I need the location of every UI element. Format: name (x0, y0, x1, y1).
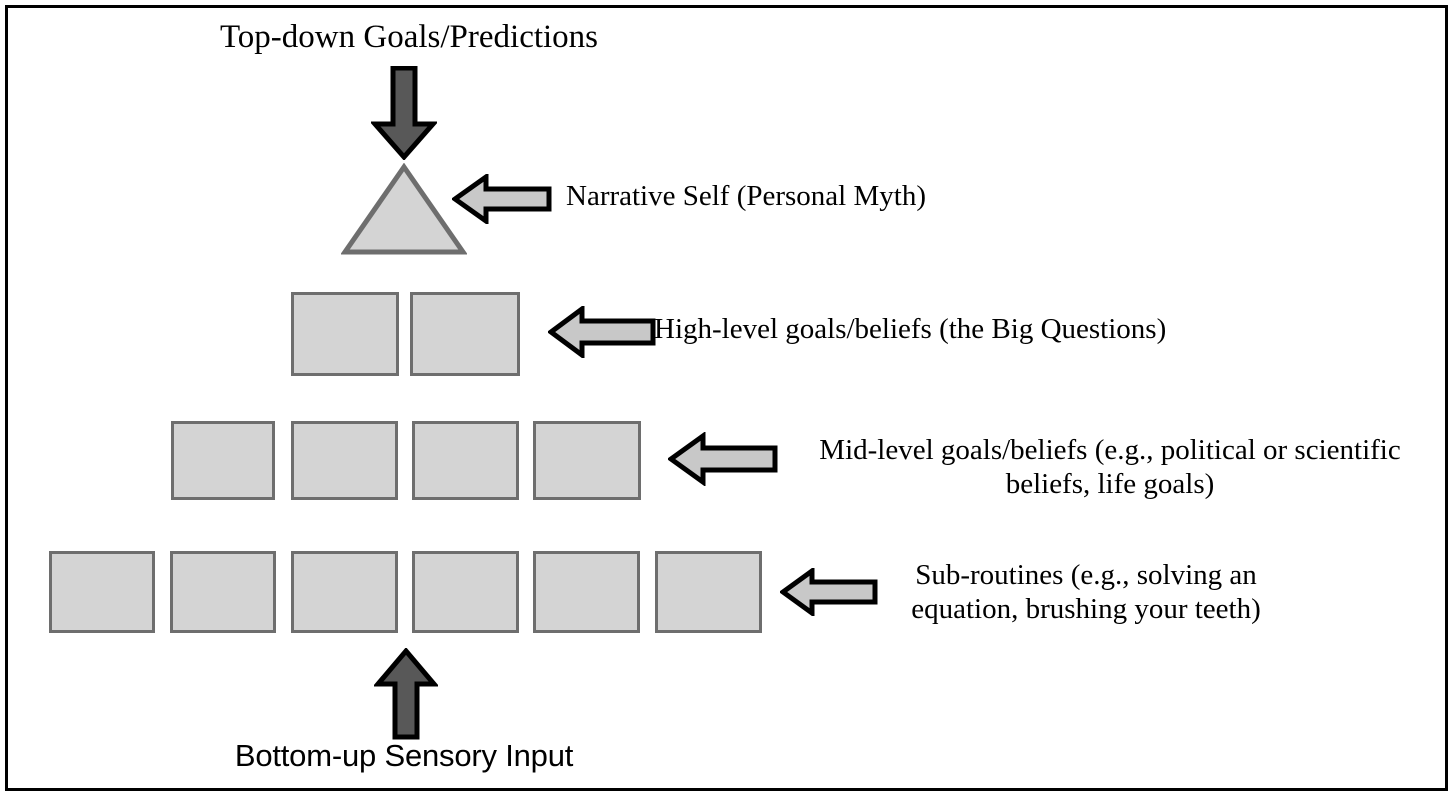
top-down-title: Top-down Goals/Predictions (219, 19, 599, 55)
sub-routine-box-4 (412, 551, 519, 633)
up-arrow-icon (374, 648, 438, 740)
high-level-label: High-level goals/beliefs (the Big Questi… (654, 313, 1167, 345)
left-arrow-icon-high (548, 306, 656, 358)
left-arrow-icon-sub (780, 568, 878, 616)
sub-routine-box-5 (533, 551, 640, 633)
narrative-self-label: Narrative Self (Personal Myth) (566, 180, 926, 212)
mid-level-label: Mid-level goals/beliefs (e.g., political… (819, 434, 1401, 501)
down-arrow-icon (371, 66, 437, 160)
high-level-box-2 (410, 292, 520, 376)
mid-level-box-3 (412, 421, 519, 500)
sub-routines-label: Sub-routines (e.g., solving an equation,… (911, 559, 1261, 626)
sub-routine-box-2 (170, 551, 276, 633)
mid-level-box-4 (533, 421, 641, 500)
figure-border (5, 5, 1448, 791)
mid-level-box-1 (171, 421, 275, 500)
mid-level-box-2 (291, 421, 398, 500)
sub-routine-box-6 (655, 551, 762, 633)
left-arrow-icon-mid (668, 432, 778, 486)
sub-routine-box-3 (291, 551, 398, 633)
high-level-box-1 (291, 292, 399, 376)
bottom-up-title: Bottom-up Sensory Input (234, 738, 574, 773)
left-arrow-icon-narrative (452, 174, 552, 224)
narrative-self-triangle (341, 163, 467, 255)
sub-routine-box-1 (49, 551, 155, 633)
